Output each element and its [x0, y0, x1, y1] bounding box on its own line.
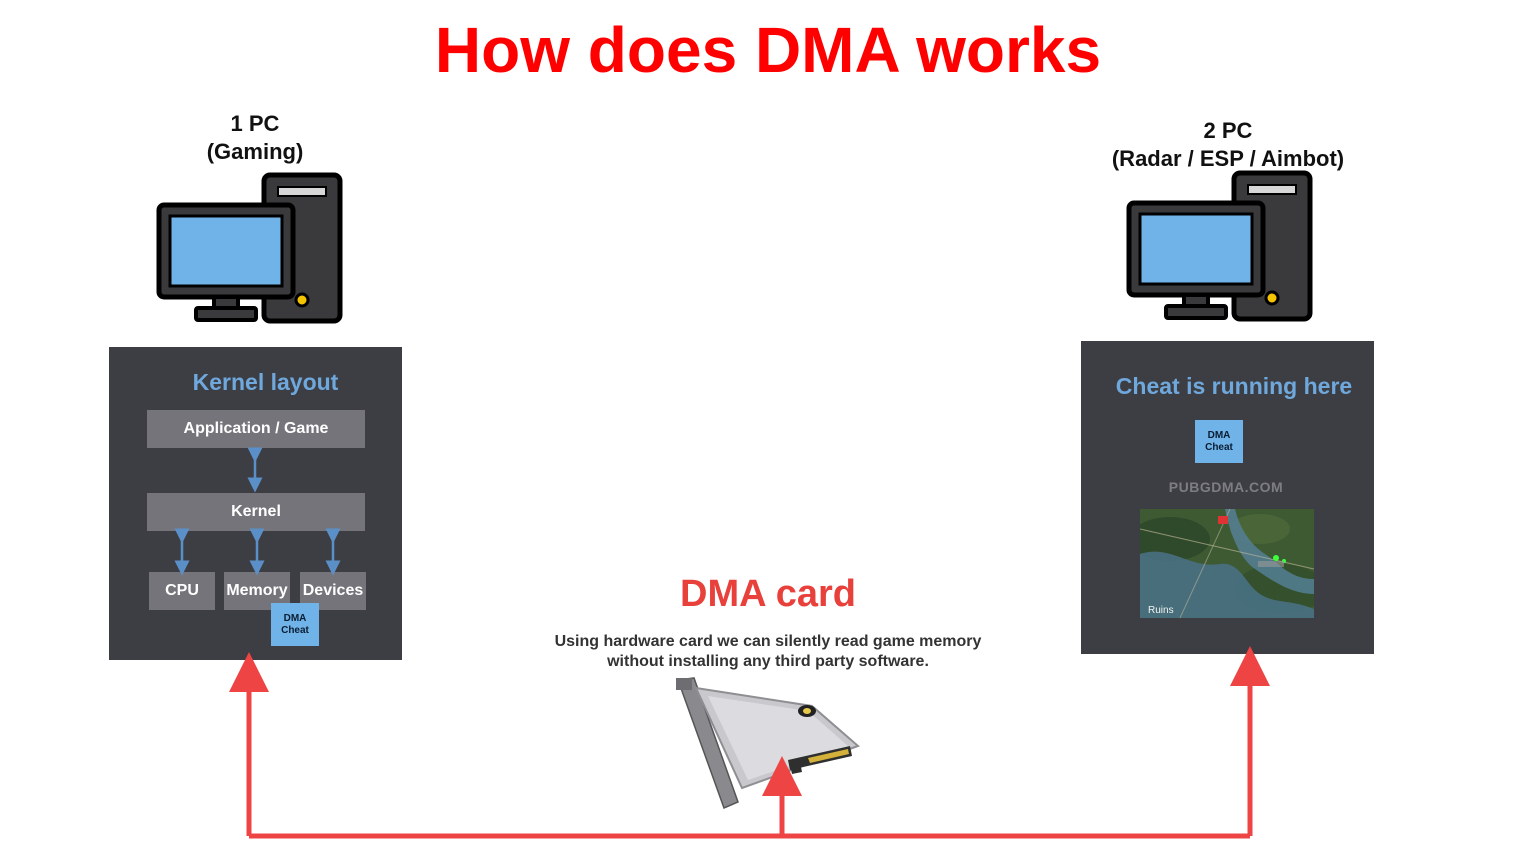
application-layer: Application / Game	[147, 410, 365, 448]
kernel-layer: Kernel	[147, 493, 365, 531]
desktop-computer-icon	[156, 172, 344, 324]
pc1-label-line2: (Gaming)	[206, 139, 304, 164]
kernel-layout-title: Kernel layout	[192, 369, 339, 395]
cpu-box: CPU	[149, 572, 215, 610]
pc2-label-line2: (Radar / ESP / Aimbot)	[1111, 146, 1345, 171]
dma-card-desc-line2: without installing any third party softw…	[607, 653, 929, 670]
kernel-layout-panel: Kernel layout Application / Game Kernel …	[109, 347, 402, 660]
site-watermark: PUBGDMA.COM	[1168, 479, 1284, 495]
desktop-computer-icon	[1126, 170, 1314, 322]
memory-box: Memory	[224, 572, 290, 610]
dma-card-desc-line1: Using hardware card we can silently read…	[554, 633, 982, 650]
dma-chip-line2: Cheat	[281, 624, 309, 636]
dma-card-description: Using hardware card we can silently read…	[468, 632, 1068, 672]
map-label-ruins: Ruins	[1148, 605, 1174, 616]
page-title: How does DMA works	[434, 14, 1102, 86]
dma-chip-line1: DMA	[283, 612, 307, 624]
dma-cheat-chip: DMA Cheat	[271, 603, 319, 646]
dma-cheat-chip: DMA Cheat	[1195, 420, 1243, 463]
dma-chip-line1: DMA	[1207, 429, 1231, 441]
pcie-card-icon	[672, 676, 862, 816]
cheat-panel: Cheat is running here DMA Cheat PUBGDMA.…	[1081, 341, 1374, 654]
kernel-connector-arrows	[174, 447, 341, 576]
pc1-label-line1: 1 PC	[230, 111, 280, 136]
pc1-label: 1 PC (Gaming)	[155, 110, 355, 166]
pc2-label: 2 PC (Radar / ESP / Aimbot)	[1088, 117, 1368, 173]
dma-card-title: DMA card	[680, 573, 856, 615]
dma-chip-line2: Cheat	[1205, 441, 1233, 453]
radar-map-image: Ruins	[1140, 509, 1314, 618]
pc2-label-line1: 2 PC	[1203, 118, 1253, 143]
cheat-panel-title: Cheat is running here	[1115, 373, 1353, 399]
